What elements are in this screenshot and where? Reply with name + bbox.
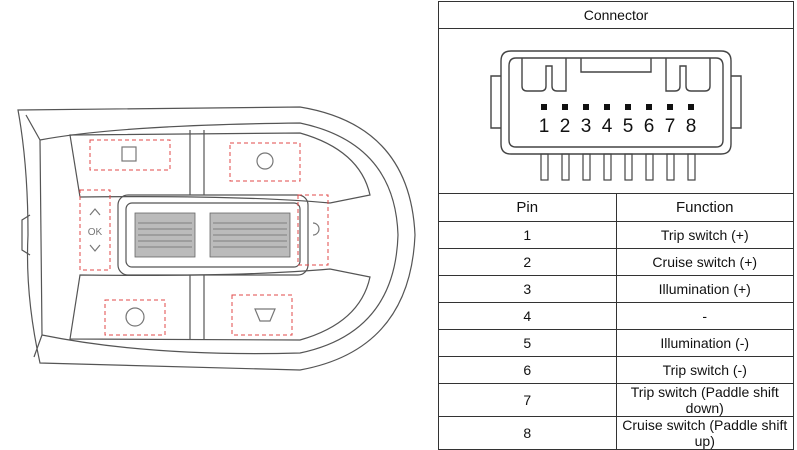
pin-cell: 7 — [438, 383, 617, 417]
function-column-header: Function — [615, 193, 794, 222]
connector-cell: 1 2 3 4 5 6 7 8 — [438, 28, 794, 194]
chevron-down-icon — [89, 244, 101, 252]
pin-cell: 2 — [438, 248, 617, 276]
table-row: 5 Illumination (-) — [438, 329, 794, 357]
steering-switch-drawing: OK — [17, 106, 416, 371]
table-row: 2 Cruise switch (+) — [438, 248, 794, 276]
table-row: 8 Cruise switch (Paddle shift up) — [438, 416, 794, 450]
pin-cell: 3 — [438, 275, 617, 303]
pin-cell: 5 — [438, 329, 617, 357]
pin-cell: 4 — [438, 302, 617, 330]
cruise-icon — [312, 222, 320, 236]
pin-cell: 1 — [438, 221, 617, 249]
function-cell: - — [615, 302, 794, 330]
table-row: 6 Trip switch (-) — [438, 356, 794, 384]
pin-number: 7 — [665, 116, 676, 137]
steering-wheel-icon — [125, 307, 145, 327]
function-cell: Trip switch (Paddle shift down) — [615, 383, 794, 417]
pin-number: 8 — [686, 116, 697, 137]
function-cell: Trip switch (+) — [615, 221, 794, 249]
menu-icon — [121, 146, 137, 162]
pin-cell: 6 — [438, 356, 617, 384]
pin-number: 3 — [581, 116, 592, 137]
connector-pin-table: Connector — [438, 1, 794, 450]
chevron-up-icon — [89, 208, 101, 216]
connector-drawing: 1 2 3 4 5 6 7 8 — [490, 50, 742, 181]
pin-markers — [541, 104, 694, 110]
table-row: 3 Illumination (+) — [438, 275, 794, 303]
pin-number: 1 — [539, 116, 550, 137]
phone-icon — [254, 308, 276, 322]
pin-column-header: Pin — [438, 193, 617, 222]
function-cell: Trip switch (-) — [615, 356, 794, 384]
voice-icon — [256, 152, 274, 170]
ok-label: OK — [88, 227, 103, 238]
table-row: 4 - — [438, 302, 794, 330]
table-row: 7 Trip switch (Paddle shift down) — [438, 383, 794, 417]
function-cell: Cruise switch (+) — [615, 248, 794, 276]
connector-title: Connector — [438, 1, 794, 29]
function-cell: Illumination (+) — [615, 275, 794, 303]
pin-number: 5 — [623, 116, 634, 137]
table-row: 1 Trip switch (+) — [438, 221, 794, 249]
pin-cell: 8 — [438, 416, 617, 450]
function-cell: Illumination (-) — [615, 329, 794, 357]
pin-number: 2 — [560, 116, 571, 137]
function-cell: Cruise switch (Paddle shift up) — [615, 416, 794, 450]
pin-number: 6 — [644, 116, 655, 137]
pin-number: 4 — [602, 116, 613, 137]
